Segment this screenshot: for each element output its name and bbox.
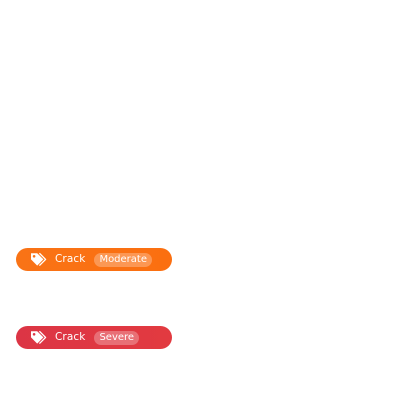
defect-tag-severe[interactable]: Crack Severe bbox=[16, 326, 172, 349]
severity-badge: Severe bbox=[94, 330, 140, 345]
tags-icon bbox=[29, 251, 47, 269]
tags-icon bbox=[29, 329, 47, 347]
tag-label: Crack bbox=[55, 331, 86, 344]
severity-badge: Moderate bbox=[94, 252, 152, 267]
tag-label: Crack bbox=[55, 253, 86, 266]
defect-tag-moderate[interactable]: Crack Moderate bbox=[16, 248, 172, 271]
